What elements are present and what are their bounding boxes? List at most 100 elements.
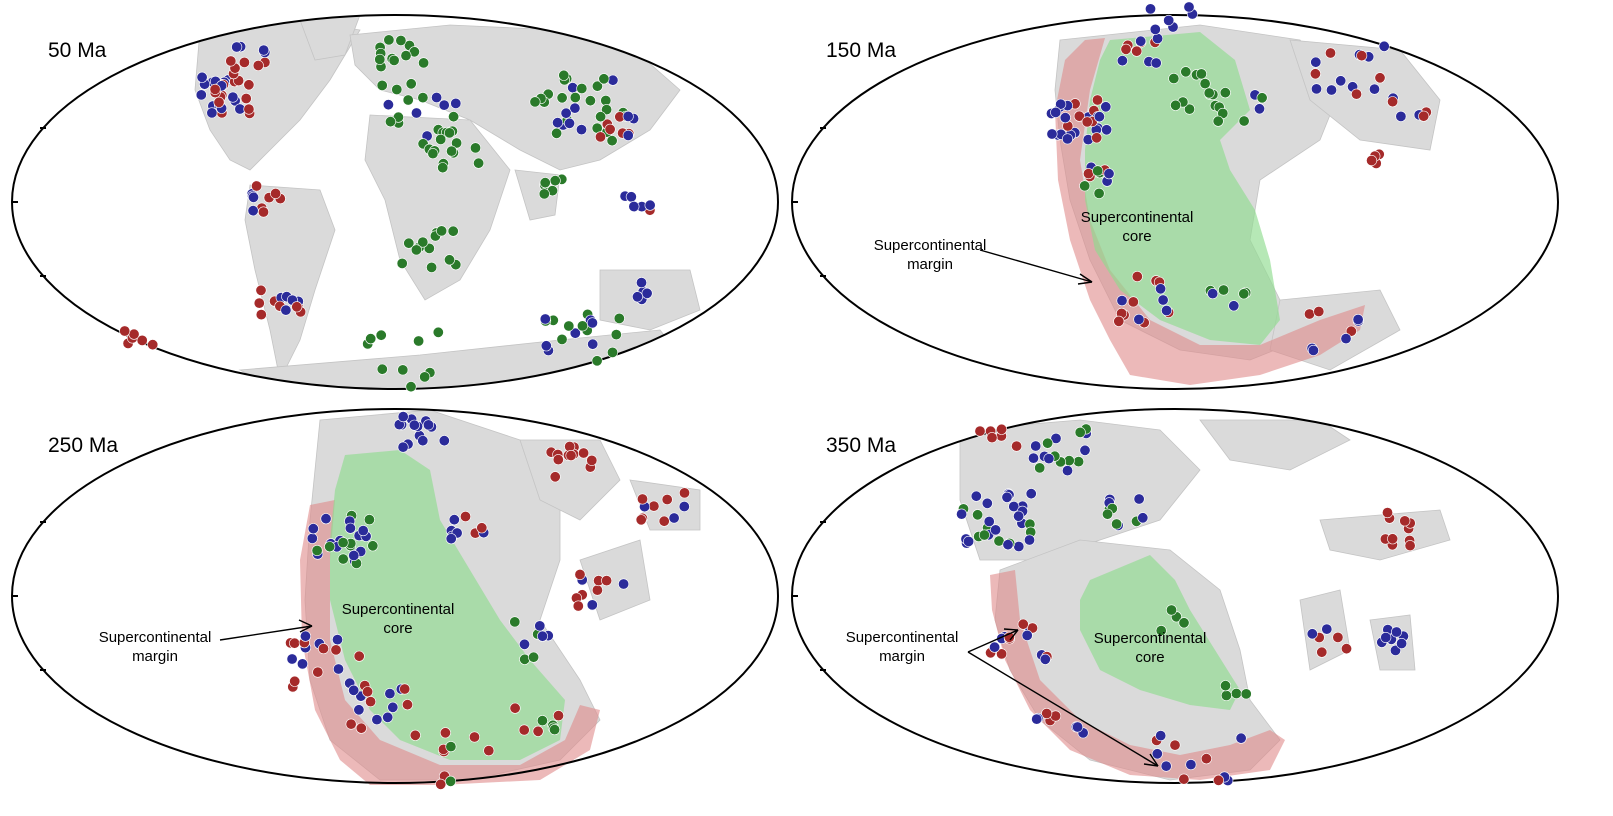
red-dot [365,696,377,708]
red-dot [317,643,329,655]
red-dot [564,440,576,452]
red-dot [636,493,648,505]
green-dot [1203,87,1215,99]
red-dot [986,432,998,444]
margin-label-350ma-line2: margin [879,648,925,665]
green-dot [417,92,429,104]
blue-dot [231,41,243,53]
red-dot [1131,270,1143,282]
margin-label-150ma-line2: margin [907,256,953,273]
red-dot [678,487,690,499]
red-dot [136,334,148,346]
red-dot [252,59,264,71]
blue-dot [1391,626,1403,638]
green-dot [383,34,395,46]
blue-dot [1008,500,1020,512]
blue-dot [1157,294,1169,306]
red-dot [1374,72,1386,84]
red-dot [1113,315,1125,327]
panel-250ma: 250 Ma Supercontinental core Supercontin… [11,408,779,790]
green-dot [549,724,561,736]
blue-dot [1116,295,1128,307]
green-dot [418,57,430,69]
margin-arrow-150ma [979,249,1093,285]
red-dot [243,79,255,91]
margin-region [300,500,600,785]
green-dot [1195,68,1207,80]
blue-dot [332,663,344,675]
green-dot [1042,437,1054,449]
blue-dot [1150,57,1162,69]
blue-dot [299,630,311,642]
green-dot [539,177,551,189]
blue-dot [438,99,450,111]
core-label-250ma-line1: Supercontinental [342,601,455,618]
green-dot [443,254,455,266]
blue-dot [1013,540,1025,552]
blue-dot [1046,128,1058,140]
green-dot [978,529,990,541]
green-dot [1178,617,1190,629]
green-dot [417,236,429,248]
blue-dot [1101,124,1113,136]
red-dot [355,722,367,734]
blue-dot [990,524,1002,536]
blue-dot [668,512,680,524]
green-dot [556,92,568,104]
green-dot [528,651,540,663]
blue-dot [387,701,399,713]
green-dot [1074,426,1086,438]
blue-dot [983,515,995,527]
blue-dot [970,490,982,502]
green-dot [1238,115,1250,127]
blue-dot [1013,510,1025,522]
blue-dot [1185,759,1197,771]
margin-arrow-250ma [219,619,313,641]
core-label-150ma-line2: core [1122,228,1151,245]
green-dot [1166,604,1178,616]
blue-dot [1103,168,1115,180]
landmass-south-america [244,184,336,382]
red-dot [1404,540,1416,552]
green-dot [400,50,412,62]
red-dot [648,500,660,512]
green-dot [384,116,396,128]
red-dot [1345,325,1357,337]
green-dot [601,104,613,116]
blue-dot [417,435,429,447]
red-dot [362,686,374,698]
supercontinental-core-150ma [1085,32,1280,345]
green-dot [1155,625,1167,637]
red-dot [289,637,301,649]
red-dot [552,710,564,722]
red-dot [1073,110,1085,122]
supercontinental-margin-350ma [990,570,1285,780]
blue-dot [1352,313,1364,325]
blue-dot [1321,623,1333,635]
red-dot [1178,773,1190,785]
red-dot [435,778,447,790]
blue-dot [607,74,619,86]
blue-dot [1228,300,1240,312]
red-dot [1309,68,1321,80]
red-dot [468,731,480,743]
green-dot [365,333,377,345]
blue-dot [567,82,579,94]
blue-dot [1155,730,1167,742]
red-dot [1387,96,1399,108]
blue-dot [382,711,394,723]
red-dot [1351,88,1363,100]
green-dot [388,54,400,66]
red-dot [1304,308,1316,320]
red-dot [1131,45,1143,57]
red-dot [251,180,263,192]
green-dot [549,175,561,187]
blue-dot [410,107,422,119]
green-dot [451,137,463,149]
blue-dot [448,514,460,526]
blue-dot [963,535,975,547]
green-dot [447,225,459,237]
blue-dot [586,599,598,611]
green-dot [469,142,481,154]
